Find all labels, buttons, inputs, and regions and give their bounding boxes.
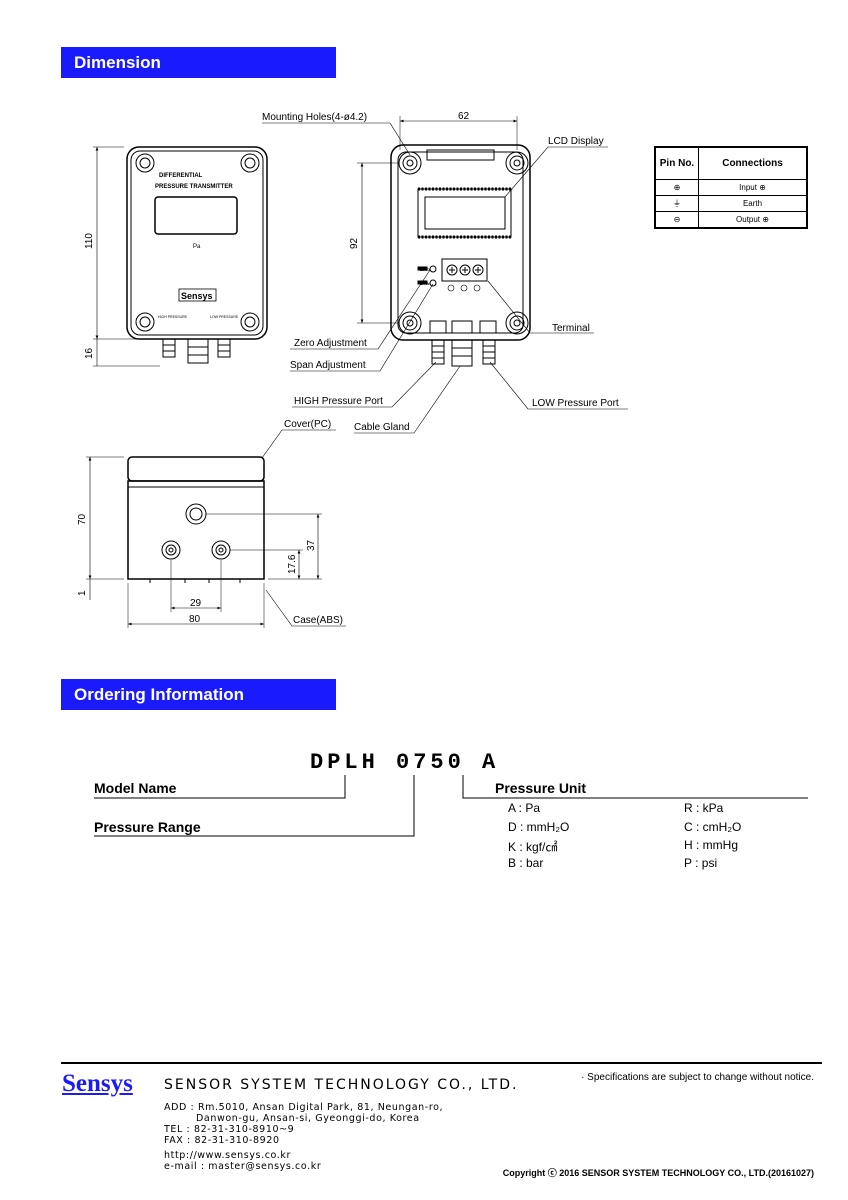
connection-cell: Input ⊕: [698, 179, 808, 196]
dim-16: 16: [84, 347, 95, 359]
dim-37: 37: [306, 539, 317, 551]
table-row: ⊕ Input ⊕: [654, 179, 808, 196]
tel-line: TEL : 82-31-310-8910~9: [164, 1124, 295, 1135]
label-zero-adjustment: Zero Adjustment: [294, 338, 367, 349]
label-cover: Cover(PC): [284, 419, 331, 430]
interior-mount-holes: [398, 151, 529, 335]
label-span-adjustment: Span Adjustment: [290, 360, 366, 371]
table-row: ⊖ Output ⊕: [654, 211, 808, 229]
unit-option: R : kPa: [684, 801, 724, 815]
unit-option: P : psi: [684, 856, 718, 870]
dimension-drawing: DIFFERENTIAL PRESSURE TRANSMITTER Pa Sen…: [77, 111, 628, 628]
label-case: Case(ABS): [293, 615, 343, 626]
panel-brand: Sensys: [181, 291, 213, 301]
unit-option: K : kgf/㎠: [508, 840, 558, 854]
front-mount-holes: [135, 153, 260, 332]
pressure-range-label: Pressure Range: [94, 819, 201, 835]
front-view: [93, 146, 268, 367]
spec-notice: · Specifications are subject to change w…: [581, 1072, 814, 1083]
model-code: DPLH 0750 A: [310, 750, 500, 775]
unit-option: C : cmH₂O: [684, 820, 742, 834]
label-mounting-holes: Mounting Holes(4-ø4.2): [262, 112, 367, 123]
panel-high-label: HIGH PRESSURE: [158, 315, 188, 319]
dim-70: 70: [77, 513, 88, 525]
panel-line2: PRESSURE TRANSMITTER: [155, 184, 233, 190]
pin-header: Pin No.: [654, 146, 699, 180]
label-terminal: Terminal: [552, 323, 590, 334]
ordering-section-header: Ordering Information: [61, 679, 336, 710]
dim-110: 110: [84, 233, 95, 249]
front-lcd-window: [154, 196, 238, 235]
pin-connection-table: Pin No. Connections ⊕ Input ⊕ ⏚ Earth ⊖ …: [654, 146, 808, 229]
span-label: SPAN: [420, 282, 430, 286]
zero-label: ZERO: [420, 268, 430, 272]
dimension-section-header: Dimension: [61, 47, 336, 78]
interior-view: [262, 116, 628, 434]
ordering-leaders: [94, 775, 808, 837]
unit-option: H : mmHg: [684, 838, 738, 852]
dim-62: 62: [458, 111, 470, 122]
unit-option: B : bar: [508, 856, 544, 870]
panel-line1: DIFFERENTIAL: [159, 173, 203, 179]
pressure-unit-label: Pressure Unit: [495, 780, 587, 796]
unit-option: A : Pa: [508, 801, 541, 815]
sensys-logo: Sensys: [62, 1070, 133, 1097]
website-link[interactable]: http://www.sensys.co.kr: [164, 1150, 292, 1161]
fax-line: FAX : 82-31-310-8920: [164, 1135, 280, 1146]
dim-92: 92: [349, 237, 360, 249]
email-link[interactable]: e-mail : master@sensys.co.kr: [164, 1161, 322, 1172]
pin-cell: ⏚: [654, 195, 699, 212]
label-low-port: LOW Pressure Port: [532, 398, 619, 409]
front-ports: [162, 338, 231, 364]
address-line: Danwon-gu, Ansan-si, Gyeonggi-do, Korea: [196, 1113, 420, 1124]
label-cable-gland: Cable Gland: [354, 422, 410, 433]
dim-29: 29: [190, 598, 202, 609]
unit-option: D : mmH₂O: [508, 820, 570, 834]
panel-low-label: LOW PRESSURE: [210, 315, 239, 319]
footer-divider: [61, 1062, 822, 1064]
label-high-port: HIGH Pressure Port: [294, 396, 383, 407]
connection-cell: Output ⊕: [698, 211, 808, 229]
label-lcd-display: LCD Display: [548, 136, 604, 147]
pin-cell: ⊕: [654, 179, 699, 196]
panel-unit: Pa: [193, 244, 201, 250]
connection-cell: Earth: [698, 195, 808, 212]
dim-1: 1: [77, 590, 88, 596]
connections-header: Connections: [698, 146, 808, 180]
company-name: SENSOR SYSTEM TECHNOLOGY CO., LTD.: [164, 1077, 519, 1093]
model-name-label: Model Name: [94, 780, 177, 796]
pin-cell: ⊖: [654, 211, 699, 229]
dim-80: 80: [189, 614, 201, 625]
side-view: [86, 429, 346, 628]
copyright: Copyright ⓒ 2016 SENSOR SYSTEM TECHNOLOG…: [502, 1168, 814, 1178]
address-line: ADD : Rm.5010, Ansan Digital Park, 81, N…: [164, 1102, 444, 1113]
table-row: ⏚ Earth: [654, 195, 808, 212]
dim-17-6: 17.6: [287, 554, 298, 574]
